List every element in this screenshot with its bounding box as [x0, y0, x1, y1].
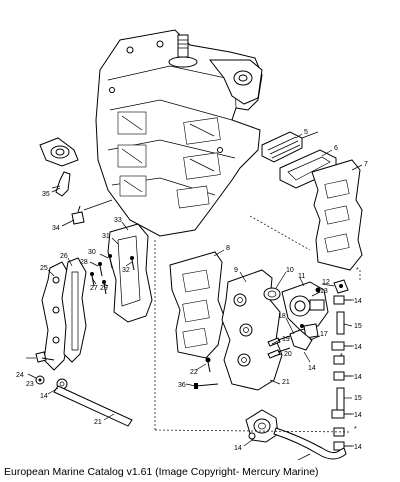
callout-6: 6	[334, 145, 338, 152]
callout-18: 18	[278, 313, 286, 320]
callout-34: 34	[52, 225, 60, 232]
fitting-12	[333, 279, 349, 294]
screws-19-20	[267, 335, 291, 359]
callout-27: 27	[90, 285, 98, 292]
intake-plate-9	[221, 269, 283, 391]
fasteners-23-24	[35, 351, 55, 385]
screw-36	[194, 383, 219, 389]
callout-14-b: 14	[354, 344, 362, 351]
callout-12: 12	[322, 279, 330, 286]
fuel-pump-18	[289, 324, 313, 351]
powerhead-block	[95, 29, 263, 237]
tube-21	[53, 385, 133, 427]
gasket-10	[263, 287, 281, 301]
callout-5: 5	[304, 129, 308, 136]
callout-14-f: 14	[354, 444, 362, 451]
callout-31: 31	[102, 233, 110, 240]
callout-30: 30	[88, 249, 96, 256]
callout-22: 22	[190, 369, 198, 376]
callout-14-g: 14	[234, 445, 242, 452]
callout-26: 26	[60, 253, 68, 260]
callout-labels: 5 6 7 8 9 10 11 12 13 * 14 15 17 18 19 2…	[16, 129, 368, 452]
callout-15-a: 15	[354, 323, 362, 330]
callout-29: 29	[100, 285, 108, 292]
callout-32: 32	[122, 267, 130, 274]
callout-17: 17	[320, 331, 328, 338]
callout-28: 28	[80, 259, 88, 266]
callout-19: 19	[282, 336, 290, 343]
hose-16	[273, 427, 347, 460]
callout-9: 9	[234, 267, 238, 274]
callout-15-b: 15	[354, 395, 362, 402]
reed-block-5	[261, 131, 319, 163]
callout-10: 10	[286, 267, 294, 274]
callout-14-d: 14	[354, 374, 362, 381]
transfer-cover-33	[107, 223, 153, 323]
callout-35: 35	[42, 191, 50, 198]
image-caption: European Marine Catalog v1.61 (Image Cop…	[4, 466, 319, 478]
callout-14-e: 14	[354, 412, 362, 419]
callout-14-c: 14	[308, 365, 316, 372]
callout-13: 13	[320, 288, 328, 295]
callout-14-a: 14	[354, 298, 362, 305]
callout-21-b: 21	[282, 379, 290, 386]
callout-11: 11	[298, 273, 305, 280]
callout-star-1: *	[356, 267, 359, 274]
poppet-housing	[245, 409, 279, 443]
callout-star-2: *	[340, 353, 343, 360]
exploded-parts-diagram: 5 6 7 8 9 10 11 12 13 * 14 15 17 18 19 2…	[16, 29, 368, 460]
callout-24: 24	[16, 372, 24, 379]
callout-21-a: 21	[94, 419, 102, 426]
fitting-stack-right	[331, 295, 354, 451]
callout-star-3: *	[354, 426, 357, 433]
leader-lines	[26, 133, 363, 460]
gasket-26	[61, 257, 87, 363]
hose-35	[51, 171, 71, 197]
fitting-34	[71, 205, 85, 225]
gasket-8	[169, 251, 225, 359]
callout-14-h: 14	[40, 393, 48, 400]
callout-33: 33	[114, 217, 122, 224]
callout-7: 7	[364, 161, 368, 168]
callout-20: 20	[284, 351, 292, 358]
intake-manifold-7	[311, 159, 363, 271]
screw-22	[205, 357, 211, 373]
callout-8: 8	[226, 245, 230, 252]
callout-36: 36	[178, 382, 186, 389]
callout-25: 25	[40, 265, 48, 272]
thermostat-cover	[39, 137, 79, 167]
small-fasteners	[90, 254, 135, 295]
callout-23: 23	[26, 381, 34, 388]
